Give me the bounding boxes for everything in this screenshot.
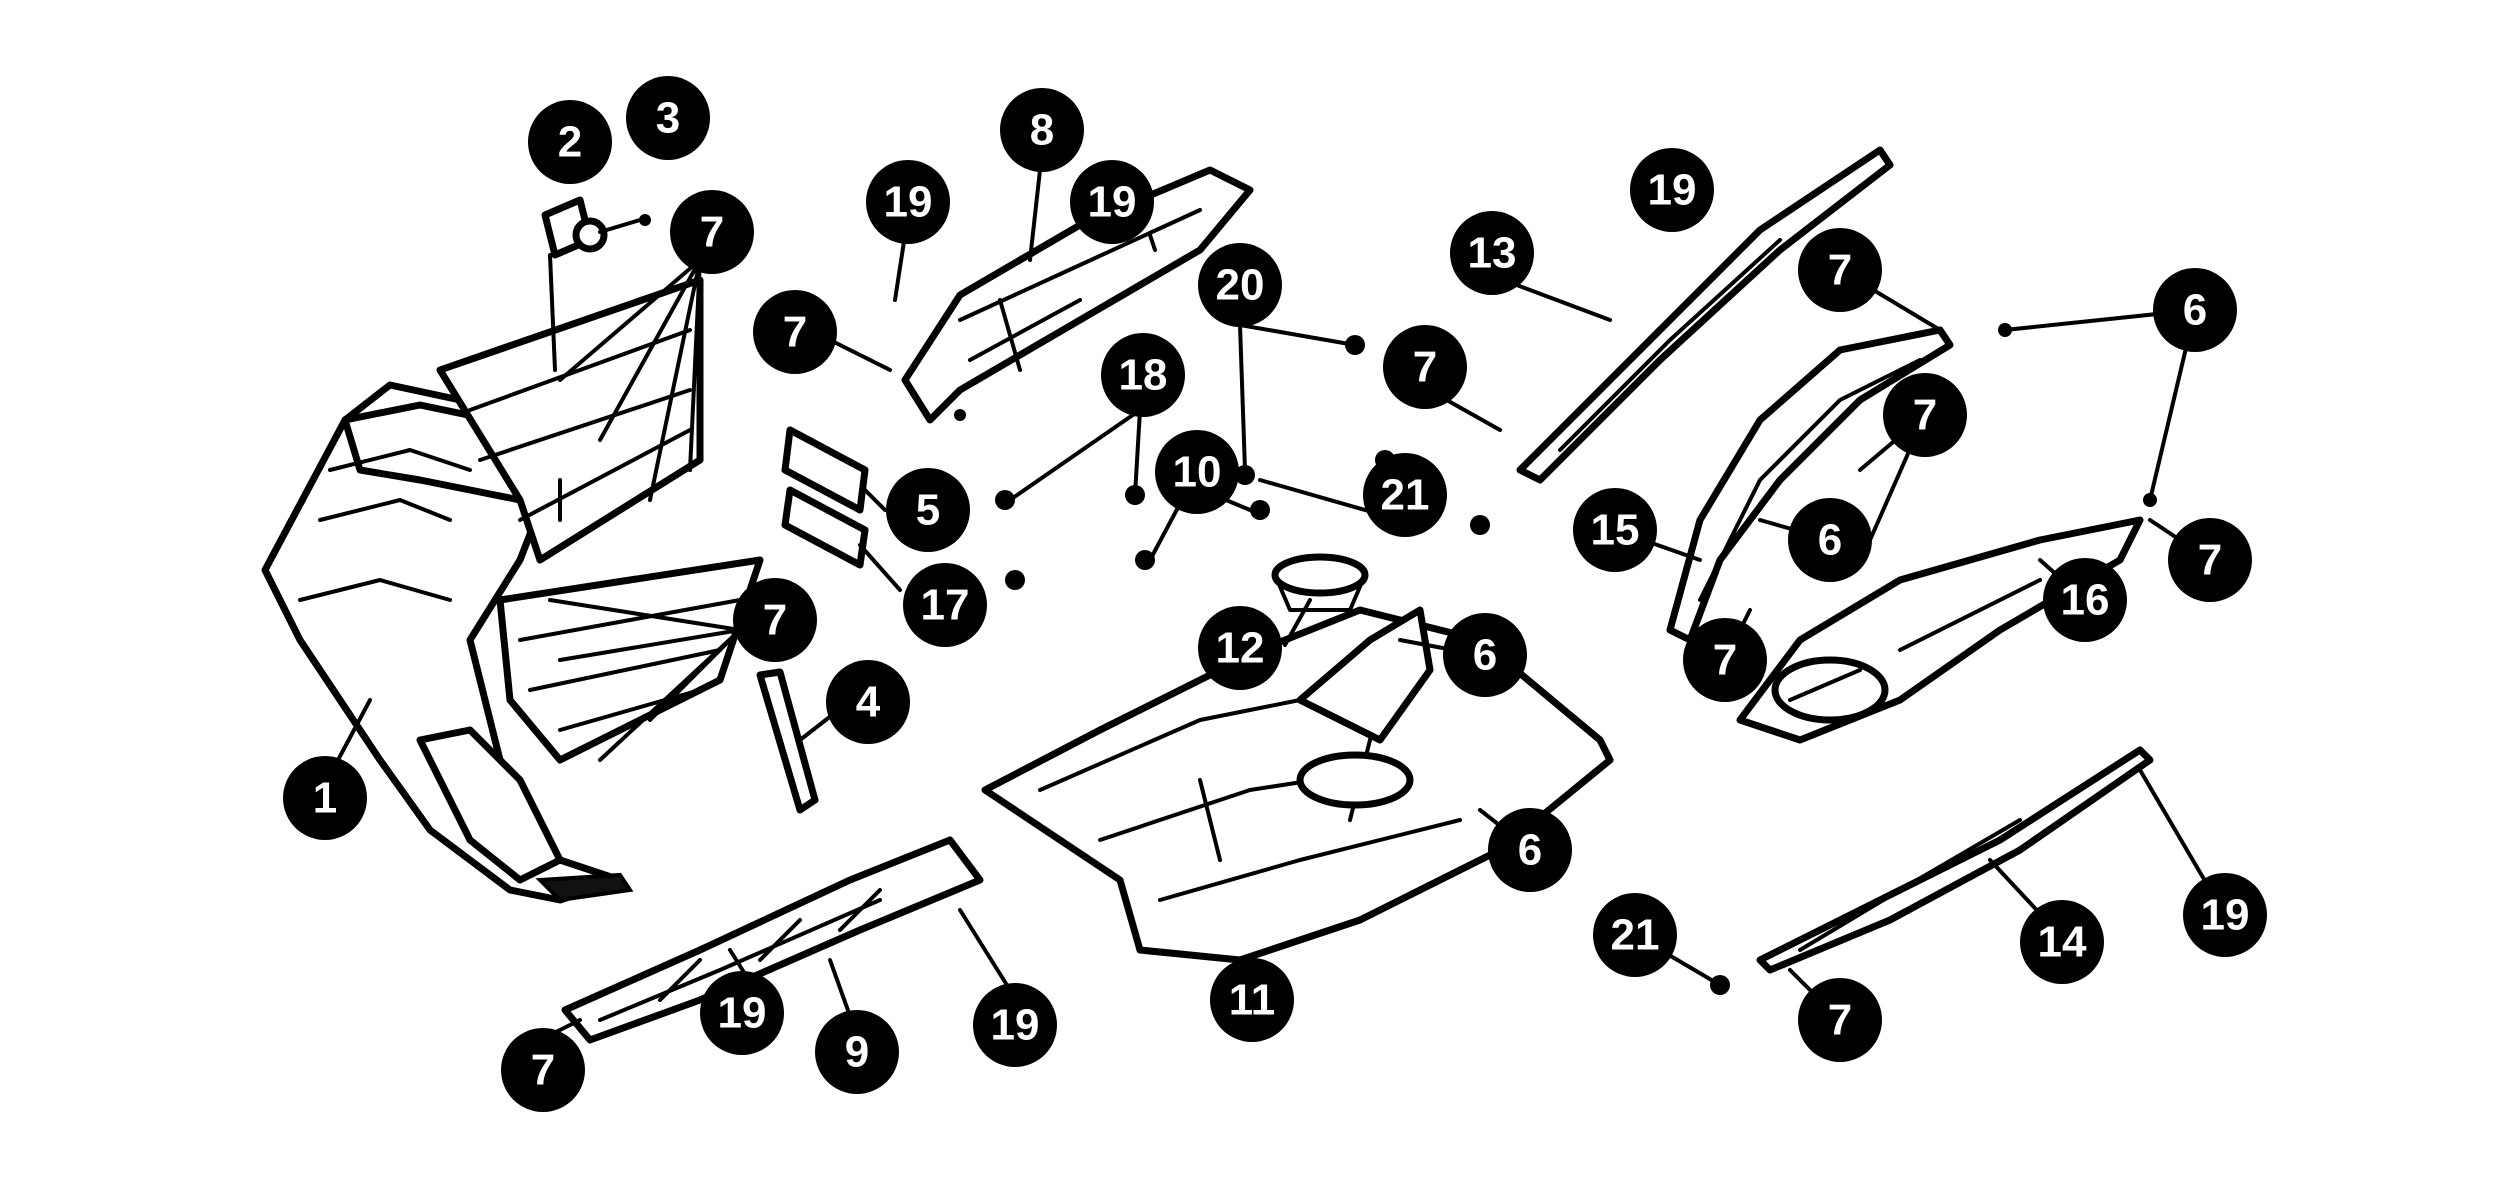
callout-20: 20	[1198, 243, 1282, 327]
callout-8: 8	[1000, 88, 1084, 172]
svg-text:16: 16	[2061, 576, 2110, 625]
svg-text:7: 7	[783, 308, 807, 357]
svg-text:6: 6	[2183, 286, 2207, 335]
svg-text:7: 7	[1828, 996, 1852, 1045]
callout-19: 19	[973, 983, 1057, 1067]
callout-7: 7	[1883, 373, 1967, 457]
top-rail-13	[1516, 146, 1894, 484]
callout-7: 7	[501, 1028, 585, 1112]
svg-text:19: 19	[718, 989, 767, 1038]
svg-text:14: 14	[2038, 918, 2087, 967]
svg-text:20: 20	[1216, 261, 1265, 310]
callout-10: 10	[1155, 430, 1239, 514]
svg-text:7: 7	[1828, 246, 1852, 295]
callout-12: 12	[1198, 606, 1282, 690]
svg-text:8: 8	[1030, 106, 1054, 155]
svg-text:19: 19	[2201, 891, 2250, 940]
callout-1: 1	[283, 756, 367, 840]
lower-rail-9	[561, 836, 984, 1044]
svg-text:4: 4	[856, 678, 881, 727]
callout-9: 9	[815, 1010, 899, 1094]
callout-18: 18	[1101, 333, 1185, 417]
callout-4: 4	[826, 660, 910, 744]
svg-text:19: 19	[991, 1001, 1040, 1050]
bolt-3	[598, 214, 651, 234]
svg-text:2: 2	[558, 118, 582, 167]
callout-17: 17	[903, 563, 987, 647]
svg-text:19: 19	[1088, 178, 1137, 227]
svg-text:11: 11	[1229, 976, 1276, 1025]
callout-19: 19	[1070, 160, 1154, 244]
callout-7: 7	[1683, 618, 1767, 702]
svg-text:7: 7	[1713, 636, 1737, 685]
callout-14: 14	[2020, 900, 2104, 984]
svg-text:18: 18	[1119, 351, 1168, 400]
svg-text:21: 21	[1611, 911, 1660, 960]
svg-text:10: 10	[1173, 448, 1222, 497]
callout-6: 6	[1788, 498, 1872, 582]
svg-text:6: 6	[1518, 826, 1542, 875]
small-bracket-4	[756, 668, 819, 814]
callout-19: 19	[2183, 873, 2267, 957]
callout-7: 7	[1383, 325, 1467, 409]
svg-text:7: 7	[1413, 343, 1437, 392]
svg-text:17: 17	[921, 581, 970, 630]
callout-5: 5	[886, 468, 970, 552]
callout-7: 7	[1798, 978, 1882, 1062]
svg-text:9: 9	[845, 1028, 869, 1077]
svg-text:19: 19	[1648, 166, 1697, 215]
callout-2: 2	[528, 100, 612, 184]
svg-text:15: 15	[1591, 506, 1640, 555]
svg-text:6: 6	[1818, 516, 1842, 565]
tail-light-cover-16	[1736, 516, 2144, 744]
svg-text:13: 13	[1468, 229, 1517, 278]
side-reflector-5-17	[781, 426, 869, 569]
front-cowl-assembly	[261, 276, 764, 904]
callout-21: 21	[1593, 893, 1677, 977]
svg-text:19: 19	[884, 178, 933, 227]
callout-15: 15	[1573, 488, 1657, 572]
svg-text:3: 3	[656, 94, 680, 143]
callout-19: 19	[1630, 148, 1714, 232]
callout-7: 7	[733, 578, 817, 662]
svg-text:1: 1	[313, 774, 337, 823]
svg-text:5: 5	[916, 486, 940, 535]
callout-6: 6	[2153, 268, 2237, 352]
svg-text:21: 21	[1381, 471, 1430, 520]
upper-side-cover-8	[901, 166, 1254, 424]
callout-19: 19	[700, 971, 784, 1055]
callout-7: 7	[753, 290, 837, 374]
callout-13: 13	[1450, 211, 1534, 295]
svg-text:7: 7	[763, 596, 787, 645]
rear-fender-6	[1666, 326, 1954, 644]
callout-7: 7	[2168, 518, 2252, 602]
lower-side-rail-14	[1756, 746, 2154, 974]
filler-cap-12	[1271, 553, 1369, 612]
callout-7: 7	[1798, 228, 1882, 312]
svg-text:6: 6	[1473, 631, 1497, 680]
callout-11: 11	[1210, 958, 1294, 1042]
callout-6: 6	[1488, 808, 1572, 892]
callout-16: 16	[2043, 558, 2127, 642]
callout-6: 6	[1443, 613, 1527, 697]
callout-19: 19	[866, 160, 950, 244]
svg-text:7: 7	[1913, 391, 1937, 440]
svg-text:7: 7	[700, 208, 724, 257]
svg-text:12: 12	[1216, 624, 1265, 673]
callout-7: 7	[670, 190, 754, 274]
callout-3: 3	[626, 76, 710, 160]
callout-21: 21	[1363, 453, 1447, 537]
mount-bracket-2	[541, 196, 608, 372]
svg-text:7: 7	[2198, 536, 2222, 585]
svg-text:7: 7	[531, 1046, 555, 1095]
